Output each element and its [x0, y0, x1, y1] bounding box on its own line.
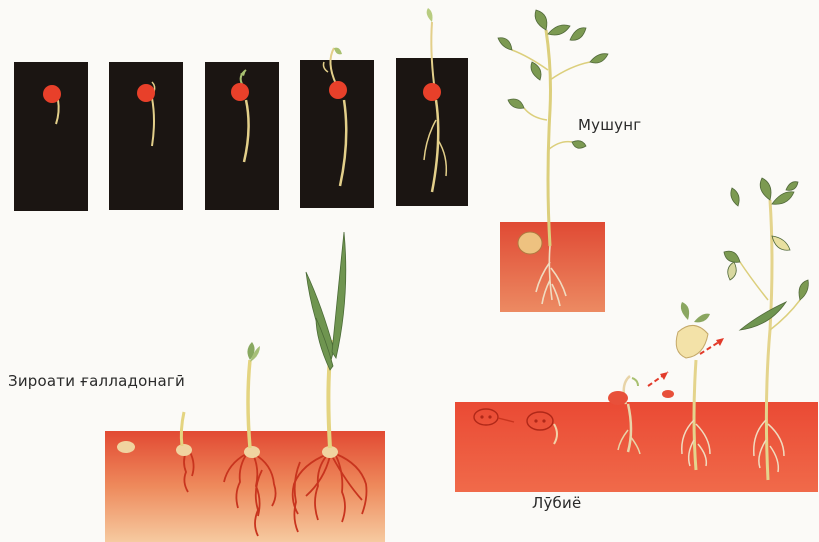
germination-panel-5	[396, 8, 468, 206]
bean-label: Лӯбиё	[532, 494, 581, 512]
cereal-seed	[117, 441, 135, 453]
seed	[329, 81, 347, 99]
mung-stem	[546, 30, 551, 246]
mung-bean-label: Мушунг	[578, 116, 641, 134]
mung-seed	[518, 232, 542, 254]
germination-panel-4	[300, 48, 374, 208]
seed	[423, 83, 441, 101]
cereal-crops-label: Зироати ғалладонагӣ	[8, 372, 185, 390]
cereal-seed	[176, 444, 192, 456]
mung-bean-plant	[498, 10, 608, 312]
cereal-leaves	[306, 232, 346, 370]
cereal-shoot	[248, 360, 250, 448]
seed	[137, 84, 155, 102]
germination-panel-3	[205, 62, 279, 210]
seed	[43, 85, 61, 103]
bean-leaves	[724, 178, 808, 330]
seed	[231, 83, 249, 101]
cereal-seed	[244, 446, 260, 458]
seed-germination-sequence	[14, 8, 468, 211]
germination-panel-2	[109, 62, 183, 210]
germination-panel-1	[14, 62, 88, 211]
